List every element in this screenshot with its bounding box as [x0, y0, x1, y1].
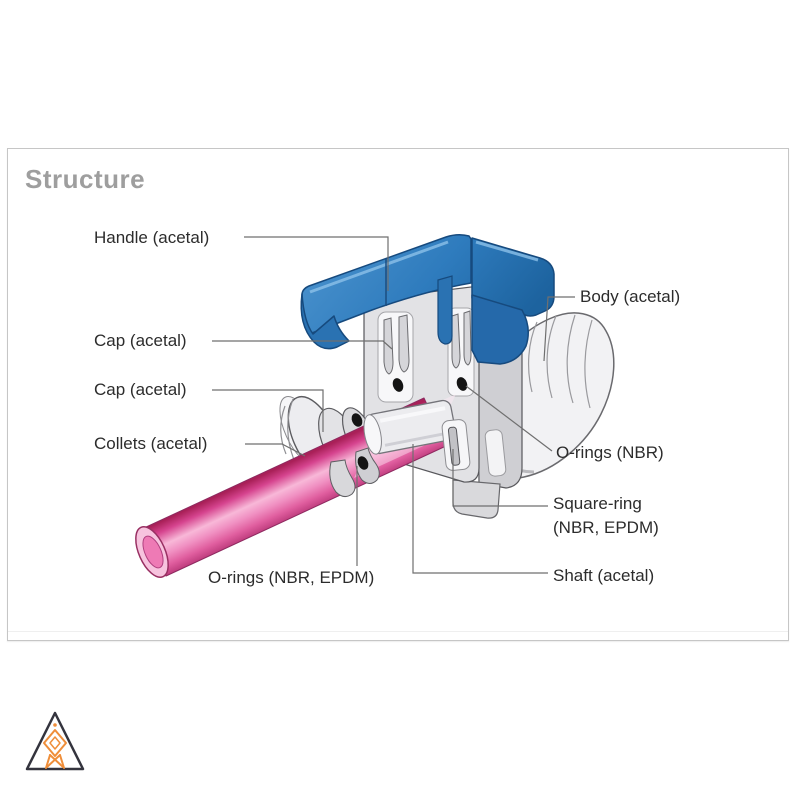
connector-collets	[245, 443, 306, 457]
label-orings-bottom: O-rings (NBR, EPDM)	[208, 568, 375, 587]
oring-dot	[456, 377, 468, 391]
connector-cap-left	[212, 389, 324, 432]
connector-lines	[212, 236, 575, 574]
label-collets: Collets (acetal)	[94, 434, 208, 453]
panel-title: Structure	[25, 164, 146, 194]
label-shaft: Shaft (acetal)	[553, 566, 655, 585]
panel-bottom-rule	[8, 631, 788, 632]
internal-cap-left-channel	[377, 311, 414, 403]
connector-handle	[244, 236, 389, 291]
handle-shape	[300, 233, 555, 365]
label-square-ring-line1: Square-ring	[553, 494, 642, 513]
connector-shaft	[412, 444, 548, 574]
label-cap-left: Cap (acetal)	[94, 380, 187, 399]
label-orings-right: O-rings (NBR)	[556, 443, 664, 462]
label-cap-top: Cap (acetal)	[94, 331, 187, 350]
brand-triangle-fish-logo-icon	[25, 711, 85, 771]
label-square-ring: Square-ring (NBR, EPDM)	[553, 495, 659, 536]
shaft-shape	[363, 399, 457, 455]
internal-cap-right-channel	[447, 307, 475, 397]
connector-cap-top	[212, 340, 393, 350]
oring-dot	[357, 456, 369, 470]
left-collet-front	[329, 413, 380, 498]
oring-dot	[351, 413, 363, 427]
label-body: Body (acetal)	[580, 287, 681, 306]
connector-body	[543, 296, 575, 362]
label-square-ring-line2: (NBR, EPDM)	[553, 518, 659, 537]
square-ring-slot	[441, 419, 471, 471]
oring-dot	[392, 378, 404, 392]
connector-square-ring	[452, 449, 548, 507]
connector-orings-right	[465, 385, 553, 452]
label-handle: Handle (acetal)	[94, 228, 210, 247]
